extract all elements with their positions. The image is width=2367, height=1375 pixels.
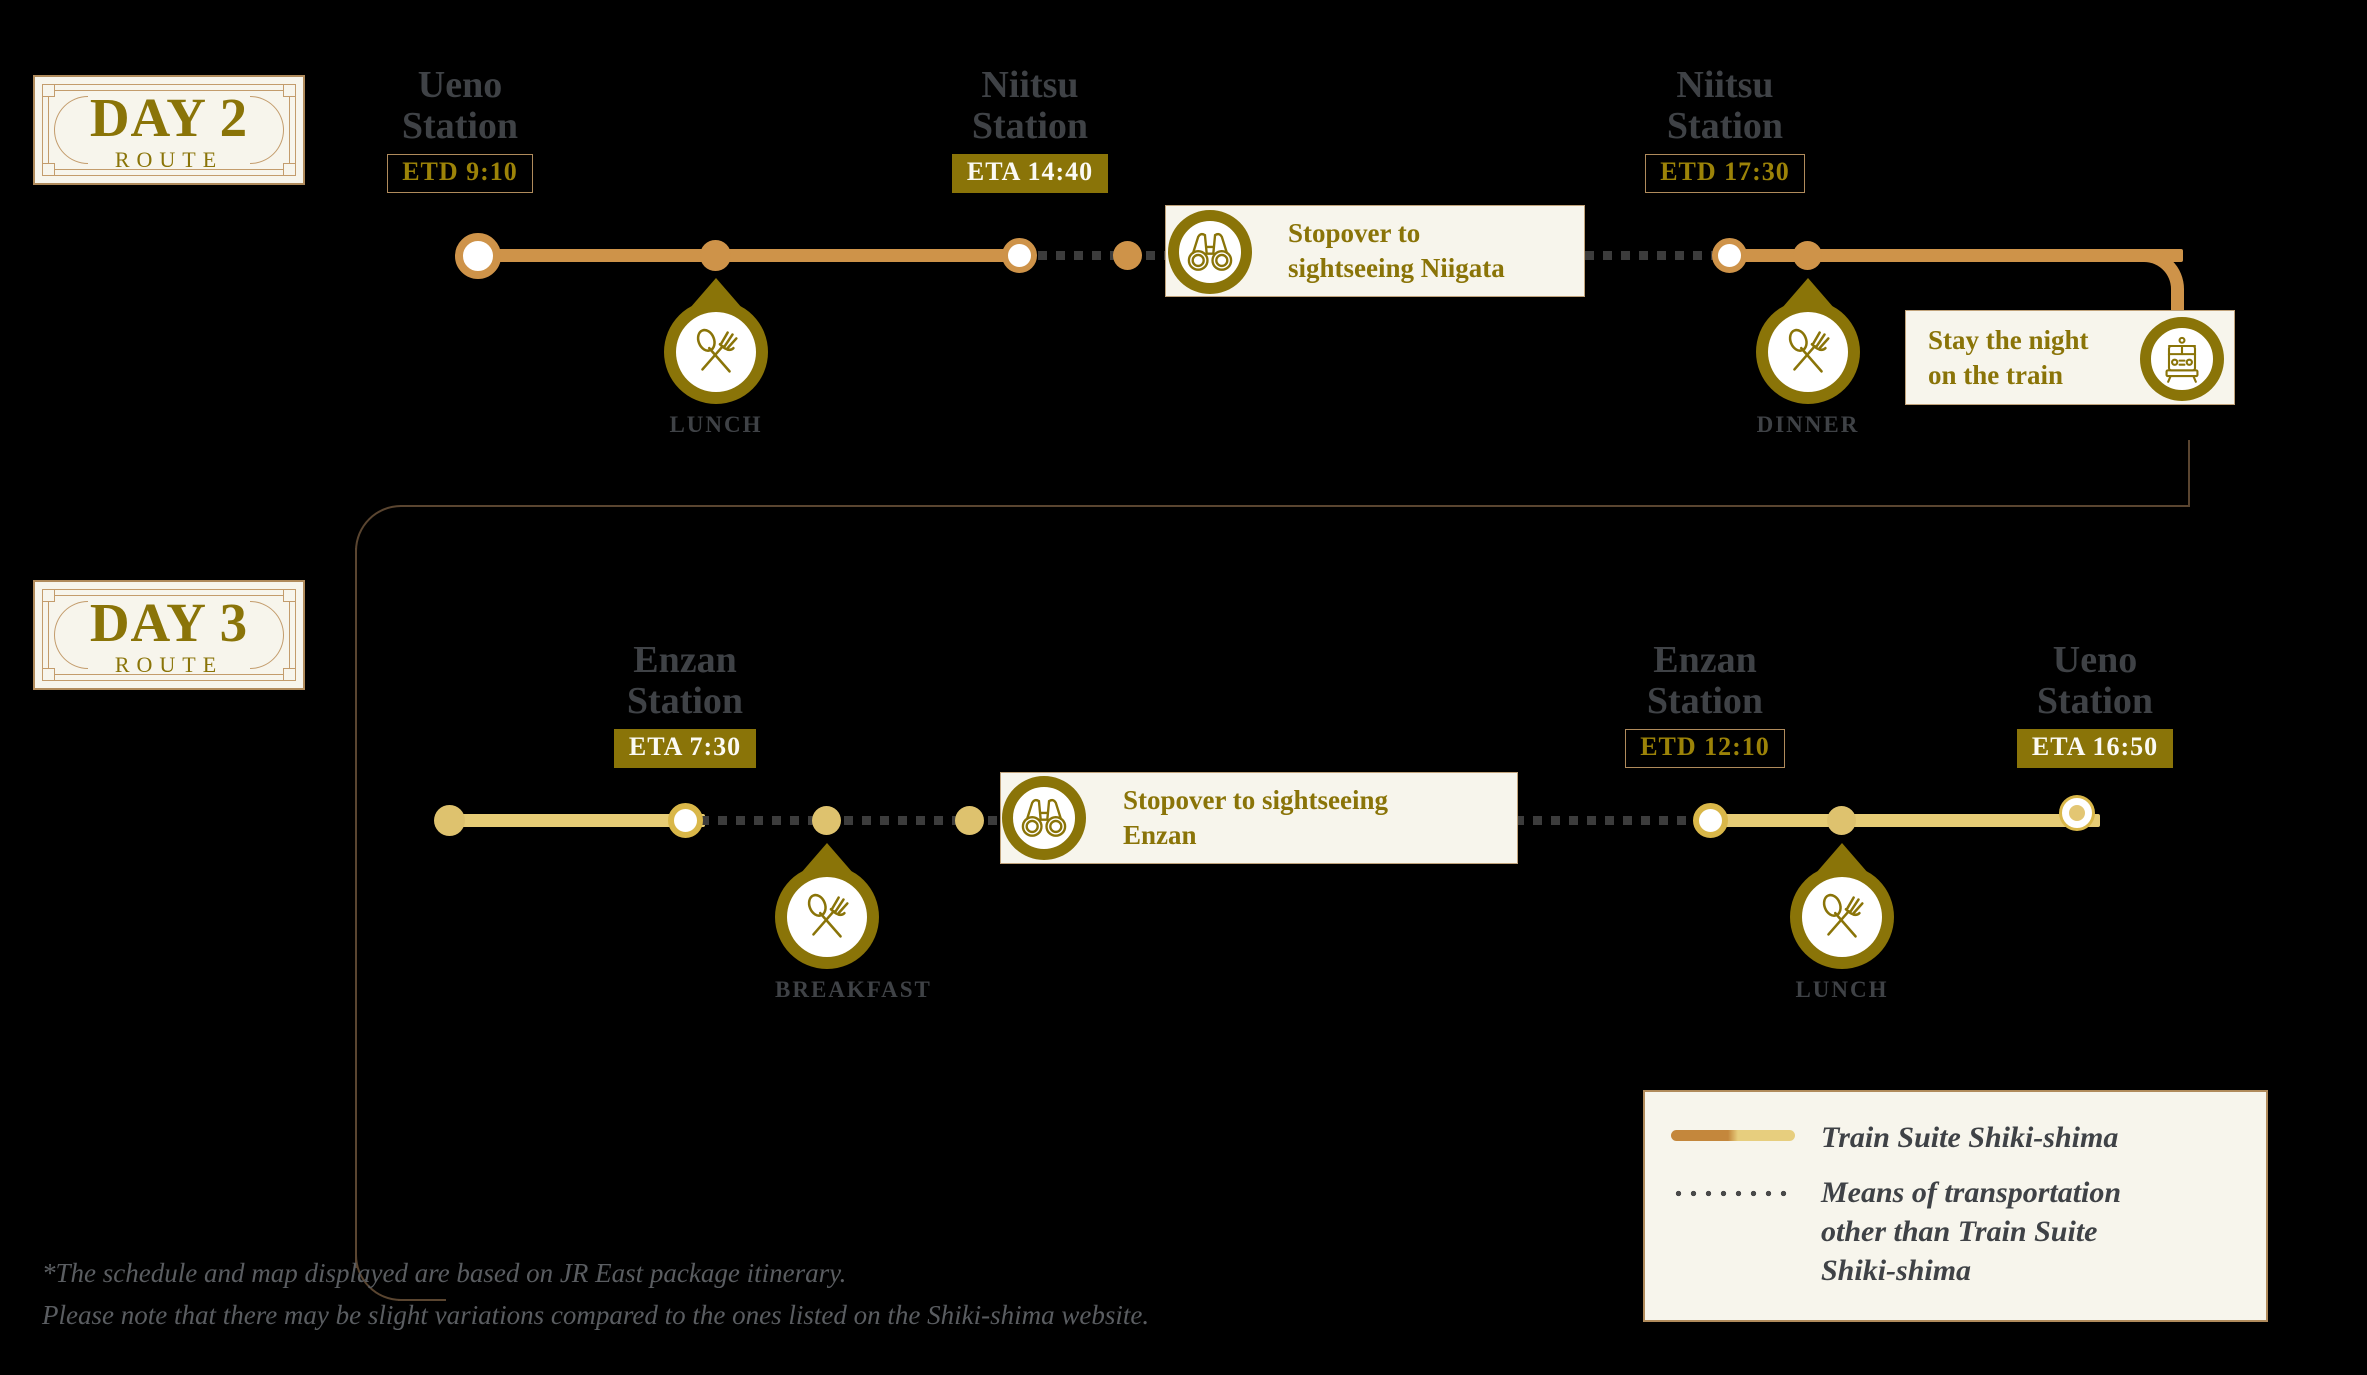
rail-node-lunch-day2[interactable] <box>700 240 731 271</box>
meal-label: LUNCH <box>669 412 763 437</box>
rail-node-day3-start[interactable] <box>434 805 465 836</box>
callout-stopover-enzan: Stopover to sightseeing Enzan <box>1000 772 1518 864</box>
badge-corner-square-tr <box>283 589 296 602</box>
cutlery-icon <box>1768 312 1848 392</box>
time-badge-eta: ETA 14:40 <box>951 154 1109 193</box>
connector-horizontal-bottom <box>398 1299 446 1301</box>
legend-panel: Train Suite Shiki-shima Means of transpo… <box>1643 1090 2268 1322</box>
badge-frame-outer <box>42 84 296 176</box>
station-node-niitsu-departure[interactable] <box>1712 238 1747 273</box>
train-icon <box>2140 317 2224 401</box>
day3-route-badge: DAY 3 ROUTE <box>33 580 305 690</box>
badge-frame-inner <box>48 595 290 675</box>
rail-segment-niitsu-night <box>1715 249 2183 262</box>
rail-dotted-sightseeing-enzan <box>1515 816 1705 825</box>
station-node-enzan-departure[interactable] <box>1693 803 1728 838</box>
badge-corner-square-tr <box>283 84 296 97</box>
station-name: Ueno Station <box>401 64 519 148</box>
station-name: Enzan Station <box>1646 639 1764 723</box>
day3-subtitle: ROUTE <box>114 651 224 677</box>
badge-frame-outer <box>42 589 296 681</box>
meal-label: DINNER <box>1756 412 1860 437</box>
callout-text: Stopover to sightseeing Niigata <box>1288 218 1505 283</box>
legend-item-shikishima: Train Suite Shiki-shima <box>1671 1118 2236 1157</box>
station-node-enzan-arrival[interactable] <box>668 803 703 838</box>
day2-subtitle: ROUTE <box>114 146 224 172</box>
meal-pin <box>664 300 768 404</box>
time-badge-etd: ETD 9:10 <box>387 154 533 193</box>
time-badge-etd: ETD 12:10 <box>1625 729 1785 768</box>
legend-swatch-solid-line <box>1671 1130 1795 1141</box>
station-niitsu-arrival: Niitsu Station ETA 14:40 <box>885 64 1175 193</box>
connector-corner-topleft <box>355 505 401 551</box>
callout-text: Stay the night on the train <box>1928 324 2089 390</box>
meal-pin <box>775 865 879 969</box>
station-niitsu-departure: Niitsu Station ETD 17:30 <box>1580 64 1870 193</box>
badge-frame-inner <box>48 90 290 170</box>
cutlery-icon <box>787 877 867 957</box>
rail-node-dinner[interactable] <box>1793 241 1822 270</box>
connector-horizontal-top <box>400 505 2190 507</box>
badge-corner-square-tl <box>42 84 55 97</box>
rail-node-breakfast[interactable] <box>812 806 841 835</box>
station-name: Ueno Station <box>2036 639 2154 723</box>
day2-title: DAY 2 <box>89 86 249 148</box>
time-badge-eta: ETA 7:30 <box>613 729 757 768</box>
meal-label: LUNCH <box>1795 977 1889 1002</box>
rail-segment-enzan-ueno <box>1700 814 2100 827</box>
station-node-niitsu-arrival[interactable] <box>1002 238 1037 273</box>
rail-node-lunch-day3[interactable] <box>1827 806 1856 835</box>
badge-corner-square-br <box>283 163 296 176</box>
meal-lunch-day3: LUNCH <box>1790 865 1894 1003</box>
rail-segment-start-enzan <box>435 814 705 827</box>
rail-segment-ueno-niitsu <box>470 249 1025 262</box>
connector-vertical-left <box>355 548 357 1268</box>
legend-item-other-transport: Means of transportation other than Train… <box>1671 1173 2236 1290</box>
station-ueno-day3: Ueno Station ETA 16:50 <box>1955 639 2235 768</box>
station-name: Enzan Station <box>626 639 744 723</box>
rail-node-transfer-niigata[interactable] <box>1113 241 1142 270</box>
binoculars-icon <box>1168 210 1252 294</box>
meal-lunch-day2: LUNCH <box>664 300 768 438</box>
badge-corner-square-bl <box>42 668 55 681</box>
cutlery-icon <box>676 312 756 392</box>
rail-dotted-enzan-sightseeing <box>700 816 1010 825</box>
meal-label: BREAKFAST <box>775 977 932 1002</box>
footnote-disclaimer: *The schedule and map displayed are base… <box>42 1258 1150 1330</box>
rail-dotted-sightseeing-niitsu <box>1585 251 1725 260</box>
connector-vertical-right-day2 <box>2188 440 2190 506</box>
station-enzan-arrival: Enzan Station ETA 7:30 <box>545 639 825 768</box>
station-node-ueno[interactable] <box>455 233 501 279</box>
meal-breakfast-day3: BREAKFAST <box>775 865 932 1003</box>
cutlery-icon <box>1802 877 1882 957</box>
station-node-ueno-day3[interactable] <box>2062 798 2092 828</box>
rail-node-transfer-enzan[interactable] <box>955 806 984 835</box>
rail-dotted-niitsu-sightseeing <box>1020 251 1170 260</box>
time-badge-eta: ETA 16:50 <box>2016 729 2174 768</box>
day3-title: DAY 3 <box>89 591 249 653</box>
legend-label: Train Suite Shiki-shima <box>1821 1121 2119 1154</box>
legend-label: Means of transportation other than Train… <box>1821 1176 2122 1287</box>
station-name: Niitsu Station <box>1666 64 1784 148</box>
meal-pin <box>1790 865 1894 969</box>
station-name: Niitsu Station <box>971 64 1089 148</box>
station-ueno-day2: Ueno Station ETD 9:10 <box>330 64 590 193</box>
badge-corner-square-tl <box>42 589 55 602</box>
connector-day2-to-day3 <box>2168 485 2186 503</box>
callout-text: Stopover to sightseeing Enzan <box>1123 785 1389 850</box>
meal-dinner-day2: DINNER <box>1756 300 1860 438</box>
meal-pin <box>1756 300 1860 404</box>
binoculars-icon <box>1002 776 1086 860</box>
legend-swatch-dotted-line <box>1671 1189 1795 1198</box>
badge-corner-square-br <box>283 668 296 681</box>
day2-route-badge: DAY 2 ROUTE <box>33 75 305 185</box>
badge-corner-square-bl <box>42 163 55 176</box>
time-badge-etd: ETD 17:30 <box>1645 154 1805 193</box>
station-enzan-departure: Enzan Station ETD 12:10 <box>1565 639 1845 768</box>
